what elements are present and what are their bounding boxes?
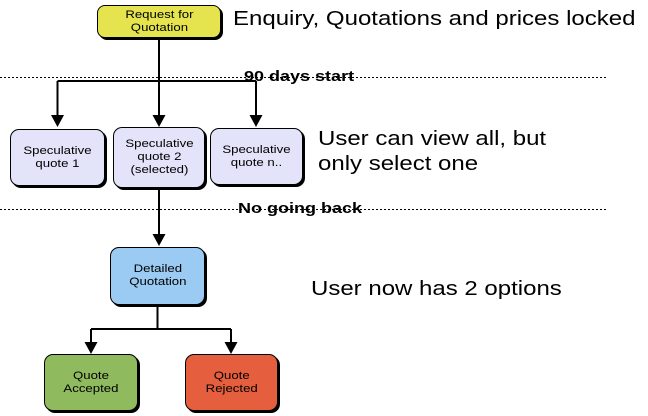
- node-speculative-quote-1: Speculative quote 1: [10, 129, 105, 186]
- node-label: Quote Accepted: [63, 369, 119, 395]
- node-quote-accepted: Quote Accepted: [44, 354, 138, 411]
- note-view-all: User can view all, but only select one: [318, 128, 547, 175]
- note-enquiry-locked: Enquiry, Quotations and prices locked: [233, 8, 636, 30]
- note-two-options: User now has 2 options: [311, 278, 562, 300]
- node-label: Speculative quote 2 (selected): [124, 138, 194, 176]
- phase-divider-line-2: [0, 209, 607, 210]
- node-label: Quote Rejected: [205, 369, 258, 395]
- milestone-no-going-back: No going back: [238, 200, 363, 217]
- milestone-90-days-start: 90 days start: [244, 68, 355, 85]
- node-label: Detailed Quotation: [128, 263, 187, 288]
- node-label: Request for Quotation: [124, 8, 194, 34]
- node-speculative-quote-n: Speculative quote n..: [210, 128, 303, 185]
- node-detailed-quotation: Detailed Quotation: [110, 247, 205, 305]
- node-speculative-quote-2: Speculative quote 2 (selected): [113, 127, 205, 188]
- phase-divider-line-1: [0, 77, 607, 78]
- node-label: Speculative quote n..: [222, 143, 291, 169]
- node-quote-rejected: Quote Rejected: [185, 354, 278, 411]
- node-request-for-quotation: Request for Quotation: [97, 5, 221, 38]
- node-label: Speculative quote 1: [23, 144, 92, 170]
